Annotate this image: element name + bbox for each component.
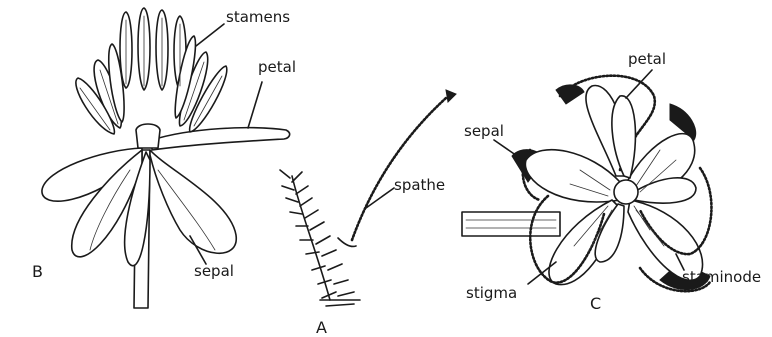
label-sepal-c: sepal (464, 124, 504, 139)
shoot-leaves (280, 170, 360, 306)
panel-letter-b: B (32, 264, 43, 280)
spathe-arrow-path (352, 98, 446, 240)
male-petal (152, 128, 290, 150)
sepal-leader-line-c (494, 140, 520, 158)
spathe-arrow-head (446, 90, 456, 102)
petal-leader-line-b (248, 82, 262, 128)
label-staminode: staminode (682, 270, 761, 285)
stamens-leader-line (196, 24, 224, 46)
petal-leader-line-c (626, 70, 652, 98)
male-flower-drawing (42, 8, 290, 308)
label-sepal-b: sepal (194, 264, 234, 279)
female-flower-stalk (462, 212, 560, 236)
panel-letter-a: A (316, 320, 327, 336)
female-flower-drawing (462, 76, 711, 292)
label-stamens: stamens (226, 10, 290, 25)
male-receptacle (136, 124, 160, 148)
stamens-drawing (76, 8, 227, 134)
male-sepal-right (150, 150, 236, 253)
shoot-drawing (280, 90, 456, 306)
label-stigma: stigma (466, 286, 517, 301)
label-spathe: spathe (394, 178, 445, 193)
female-flower-center (614, 180, 638, 204)
label-petal-c: petal (628, 52, 666, 67)
label-petal-b: petal (258, 60, 296, 75)
panel-letter-c: C (590, 296, 601, 312)
female-sepal (525, 150, 620, 202)
